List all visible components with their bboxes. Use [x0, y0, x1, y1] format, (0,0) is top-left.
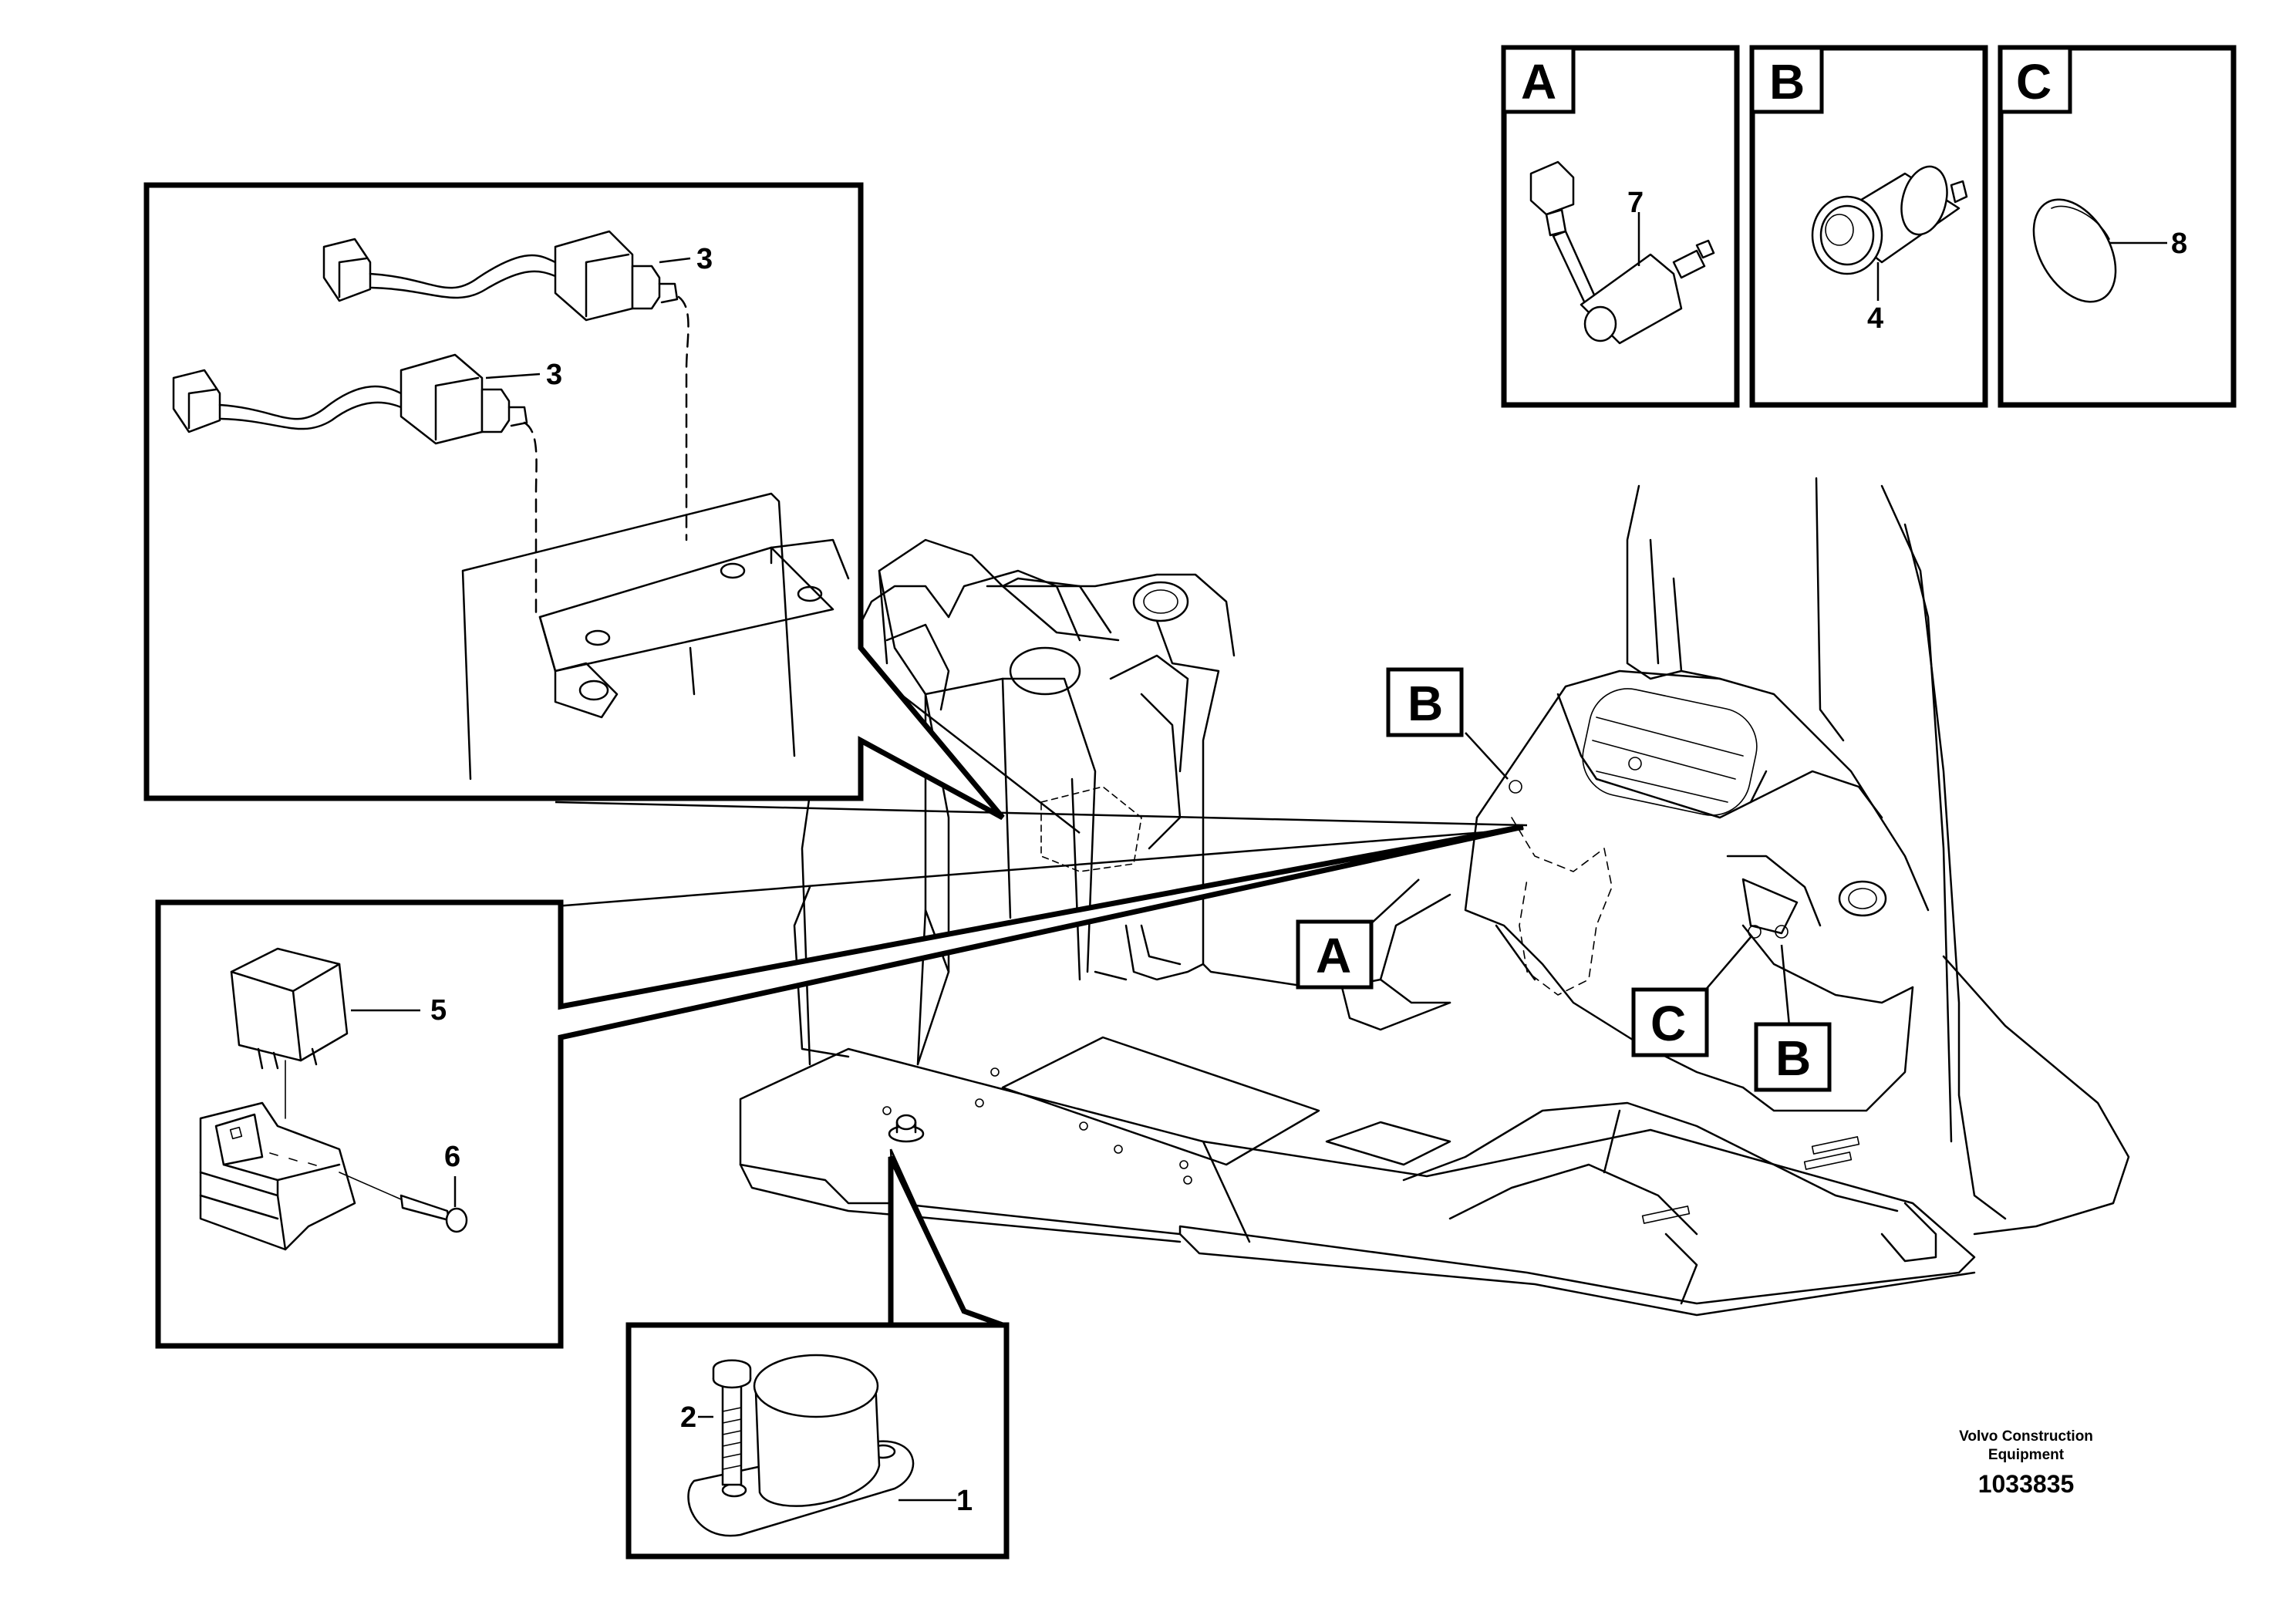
detail-panel-bump-stop: 1 2	[625, 1155, 1010, 1560]
relay	[230, 947, 349, 1070]
detail-view-c: C 8	[1998, 45, 2237, 408]
location-callout-a: A	[1296, 878, 1420, 990]
footer-brand: Volvo Construction Equipment 1033835	[1959, 1428, 2093, 1498]
detail-panel-sensors: 3 3	[143, 182, 1005, 821]
detail-view-b-letter: B	[1769, 54, 1805, 110]
location-letter-c: C	[1650, 996, 1686, 1051]
brand-line-1: Volvo Construction	[1959, 1428, 2093, 1445]
part-label-4: 4	[1867, 302, 1883, 335]
relay-socket	[199, 1101, 356, 1251]
location-letter-b-upper: B	[1408, 676, 1443, 731]
part-label-2: 2	[680, 1401, 696, 1434]
sensor-upper	[322, 230, 689, 541]
location-callout-b-upper: B	[1386, 667, 1522, 794]
location-callout-b-lower: B	[1754, 925, 1832, 1092]
detail-view-c-letter: C	[2016, 54, 2052, 110]
part-label-3-upper: 3	[696, 243, 713, 275]
cab-floor-illustration	[739, 477, 2130, 1317]
part-label-8: 8	[2171, 228, 2187, 260]
brand-line-2: Equipment	[1988, 1447, 2065, 1463]
part-label-3-lower: 3	[546, 359, 562, 391]
document-number: 1033835	[1978, 1470, 2075, 1498]
location-callout-c: C	[1631, 925, 1762, 1057]
detail-panel-relay: 5 6	[155, 824, 1524, 1349]
location-letter-a: A	[1316, 928, 1351, 983]
location-letter-b-lower: B	[1775, 1030, 1811, 1086]
part-label-6: 6	[444, 1141, 460, 1173]
floor-holes	[882, 1067, 1192, 1185]
sensor-lower	[172, 353, 538, 619]
detail-view-a: A 7	[1501, 45, 1740, 408]
part-label-7: 7	[1627, 187, 1644, 219]
detail-view-b: B 4	[1749, 45, 1988, 408]
part-label-5: 5	[430, 994, 447, 1027]
bolt	[712, 1359, 752, 1486]
detail-view-a-letter: A	[1521, 54, 1556, 110]
floor-grommet	[888, 1114, 925, 1143]
screw	[339, 1172, 468, 1233]
part-label-1: 1	[956, 1485, 973, 1517]
